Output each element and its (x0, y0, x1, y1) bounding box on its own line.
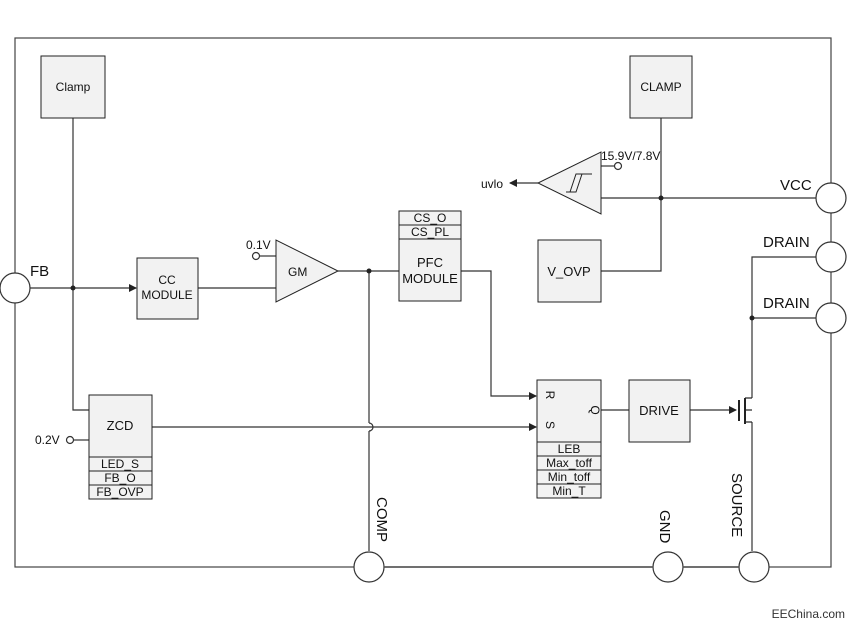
junction-dots (70, 195, 755, 321)
latch-min-toff: Min_toff (548, 470, 591, 484)
pin-gnd: GND (652, 510, 684, 583)
clamp-left-block: Clamp (40, 55, 106, 119)
watermark-text: EEChina.com (771, 607, 845, 621)
pin-source: SOURCE (728, 473, 770, 583)
pin-source-label: SOURCE (728, 473, 745, 537)
ref-gm-label: 0.1V (246, 238, 271, 252)
pin-drain-1-label: DRAIN (763, 234, 810, 251)
ref-zcd-label: 0.2V (35, 433, 60, 447)
mosfet-symbol (738, 397, 752, 424)
pfc-module-block: CS_O CS_PL PFC MODULE (398, 210, 462, 302)
pin-drain-2-label: DRAIN (763, 295, 810, 312)
zcd-fb-o: FB_O (104, 471, 135, 485)
pfc-top-cs-pl: CS_PL (411, 225, 449, 239)
clamp-right-block: CLAMP (629, 55, 693, 119)
gm-amplifier: GM (275, 239, 340, 303)
threshold-tap (613, 161, 623, 171)
latch-r-label: R (543, 391, 557, 400)
pin-vcc-label: VCC (780, 177, 812, 194)
ref-zcd-tap (65, 435, 75, 445)
latch-max-toff: Max_toff (546, 456, 592, 470)
cc-module-block: CC MODULE (136, 257, 199, 320)
v-ovp-label: V_OVP (547, 264, 590, 279)
pin-comp: COMP (353, 497, 390, 583)
wires (30, 118, 817, 568)
pin-comp-label: COMP (373, 497, 390, 542)
uvlo-label: uvlo (481, 177, 503, 191)
pin-fb-label: FB (30, 263, 49, 280)
pin-gnd-label: GND (656, 510, 673, 544)
drive-label: DRIVE (639, 403, 679, 418)
latch-s-label: S (543, 421, 557, 429)
pin-drain-2: DRAIN (763, 295, 847, 334)
zcd-block: ZCD LED_S FB_O FB_OVP (88, 394, 153, 500)
pin-vcc: VCC (780, 177, 847, 214)
zcd-label: ZCD (107, 418, 134, 433)
clamp-left-label: Clamp (56, 80, 91, 94)
gm-label: GM (288, 265, 307, 279)
zcd-fb-ovp: FB_OVP (96, 485, 143, 499)
clamp-right-label: CLAMP (640, 80, 681, 94)
v-ovp-block: V_OVP (537, 239, 602, 303)
threshold-label: 15.9V/7.8V (601, 149, 660, 163)
ref-gm-tap (251, 251, 261, 261)
pfc-module-label-2: MODULE (402, 271, 458, 286)
zcd-led-s: LED_S (101, 457, 139, 471)
cc-module-label-1: CC (158, 273, 176, 287)
drive-block: DRIVE (628, 379, 691, 443)
pfc-top-cs-o: CS_O (414, 211, 447, 225)
latch-q-label: Q (588, 405, 602, 414)
latch-leb: LEB (558, 442, 581, 456)
cc-module-label-2: MODULE (141, 288, 192, 302)
pin-fb: FB (0, 263, 49, 304)
hysteresis-icon (566, 173, 592, 193)
latch-block: R S Q LEB Max_toff Min_toff Min_T (536, 379, 602, 499)
uvlo-comparator (536, 151, 602, 215)
latch-min-t: Min_T (552, 484, 586, 498)
pin-drain-1: DRAIN (763, 234, 847, 273)
pfc-module-label-1: PFC (417, 255, 443, 270)
